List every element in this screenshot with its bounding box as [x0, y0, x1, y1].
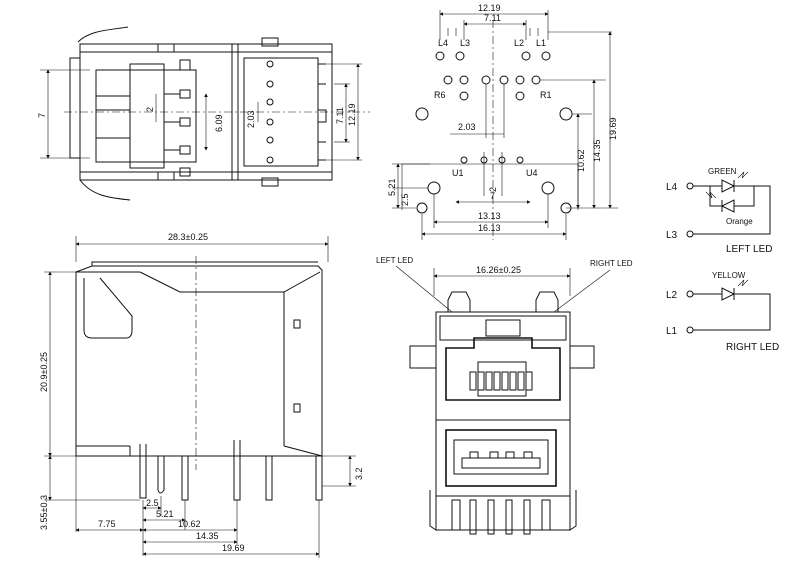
front-right-led-label: RIGHT LED [590, 259, 633, 268]
top-dim-1219: 12.19 [347, 103, 357, 126]
side-dim-1062: 10.62 [178, 519, 201, 529]
fp-r1: R1 [540, 90, 552, 100]
front-left-led-label: LEFT LED [376, 256, 413, 265]
fp-dim-1435: 14.35 [592, 139, 602, 162]
fp-dim-1062: 10.62 [576, 149, 586, 172]
side-dim-521: 5.21 [156, 509, 174, 519]
sch-green-label: GREEN [708, 167, 737, 176]
side-view: 28.3±0.25 20.9±0.25 3.55±0.3 [39, 232, 364, 558]
sch-right-caption: RIGHT LED [726, 342, 779, 353]
fp-u4: U4 [526, 168, 538, 178]
front-view: LEFT LED RIGHT LED 16.26±0.25 [376, 256, 633, 535]
fp-l1: L1 [536, 38, 546, 48]
fp-l4: L4 [438, 38, 448, 48]
top-dim-711: 7.11 [335, 107, 345, 124]
top-dim-203: 2.03 [246, 110, 256, 128]
fp-dim-25: 2.5 [400, 193, 410, 206]
sch-l3-label: L3 [666, 230, 678, 241]
fp-dim-711: 7.11 [484, 13, 501, 23]
fp-dim-1219: 12.19 [478, 3, 501, 13]
fp-dim-203: 2.03 [458, 122, 476, 132]
side-dim-775: 7.75 [98, 519, 116, 529]
side-dim-pin-len: 3.55±0.3 [39, 495, 49, 530]
sch-left-caption: LEFT LED [726, 244, 773, 255]
sch-l2-label: L2 [666, 290, 678, 301]
side-dim-1435: 14.35 [196, 531, 219, 541]
schematic-right-led: L2 L1 YELLOW RIGHT LED [666, 271, 779, 353]
sch-yellow-label: YELLOW [712, 271, 746, 280]
top-dim-609: 6.09 [214, 114, 224, 132]
fp-dim-2: 2 [488, 187, 498, 192]
pcb-footprint: 12.19 7.11 L4 L3 L2 L1 R6 R1 [387, 3, 618, 240]
side-dim-height: 20.9±0.25 [39, 352, 49, 392]
side-dim-1969: 19.69 [222, 543, 245, 553]
sch-l1-label: L1 [666, 326, 678, 337]
top-view: 7 2 6.09 2.03 7.11 12.19 [37, 26, 370, 201]
fp-dim-1313: 13.13 [478, 211, 501, 221]
side-dim-32: 3.2 [354, 467, 364, 480]
top-dim-2: 2 [145, 107, 155, 112]
sch-l4-label: L4 [666, 182, 678, 193]
fp-l3: L3 [460, 38, 470, 48]
side-dim-25: 2.5 [146, 498, 159, 508]
fp-r6: R6 [434, 90, 446, 100]
fp-l2: L2 [514, 38, 524, 48]
fp-dim-1613: 16.13 [478, 223, 501, 233]
front-dim-width: 16.26±0.25 [476, 265, 521, 275]
side-dim-length: 28.3±0.25 [168, 232, 208, 242]
fp-dim-7: 7 [490, 191, 495, 201]
fp-dim-521: 5.21 [387, 178, 397, 196]
fp-u1: U1 [452, 168, 464, 178]
schematic-left-led: L4 L3 GREEN Orange LEFT LED [666, 167, 773, 255]
top-dim-7: 7 [37, 113, 47, 118]
fp-dim-1969: 19.69 [608, 117, 618, 140]
sch-orange-label: Orange [726, 217, 753, 226]
